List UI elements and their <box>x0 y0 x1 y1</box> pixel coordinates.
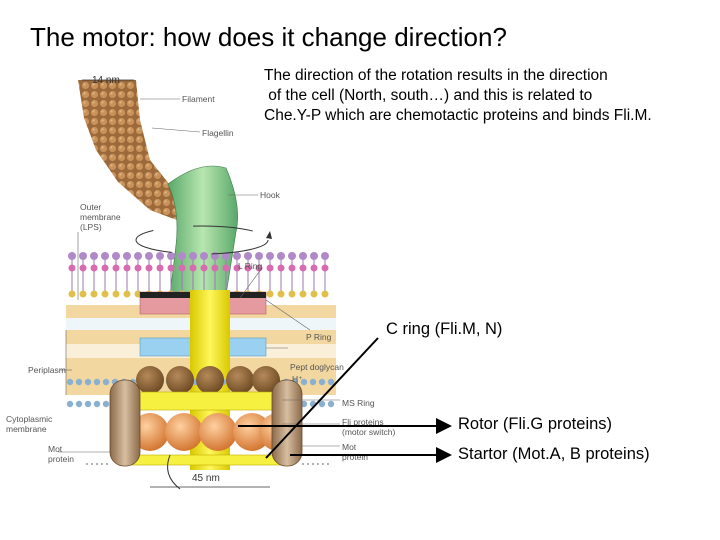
label-cytoplasmic-membrane: Cytoplasmic membrane <box>6 414 53 434</box>
hook <box>167 165 238 296</box>
description-line: The direction of the rotation results in… <box>264 67 608 84</box>
description-line: of the cell (North, south…) and this is … <box>264 87 593 104</box>
description-line: Che.Y-P which are chemotactic proteins a… <box>264 107 652 124</box>
callout-rotor: Rotor (Fli.G proteins) <box>458 415 613 433</box>
label-mot-protein-right: Mot protein <box>342 442 368 462</box>
label-fli-proteins: Fli proteins (motor switch) <box>342 417 396 437</box>
flagellar-motor-diagram <box>58 79 340 490</box>
label-peptidoglycan: Pept doglycan <box>290 362 344 372</box>
label-width-top: 14 nm <box>92 75 120 86</box>
slide-title: The motor: how does it change direction? <box>30 22 507 52</box>
callout-stator: Startor (Mot.A, B proteins) <box>458 445 650 463</box>
filament <box>78 80 218 222</box>
label-h-plus: H⁺ <box>292 374 303 384</box>
label-ms-ring: MS Ring <box>342 398 375 408</box>
label-periplasm: Periplasm <box>28 365 66 375</box>
description-text: The direction of the rotation results in… <box>264 66 716 126</box>
label-outer-membrane: Outer membrane (LPS) <box>80 202 121 232</box>
label-filament: Filament <box>182 94 215 104</box>
label-l-ring: L Ring <box>238 261 263 271</box>
c-ring-pointer <box>265 337 379 459</box>
mot-protein-left <box>109 379 141 467</box>
label-hook: Hook <box>260 190 280 200</box>
label-width-bottom: 45 nm <box>192 473 220 484</box>
label-mot-protein-left: Mot protein <box>48 444 74 464</box>
label-flagellin: Flagellin <box>202 128 234 138</box>
label-p-ring: P Ring <box>306 332 332 342</box>
callout-c-ring: C ring (Fli.M, N) <box>386 320 503 338</box>
